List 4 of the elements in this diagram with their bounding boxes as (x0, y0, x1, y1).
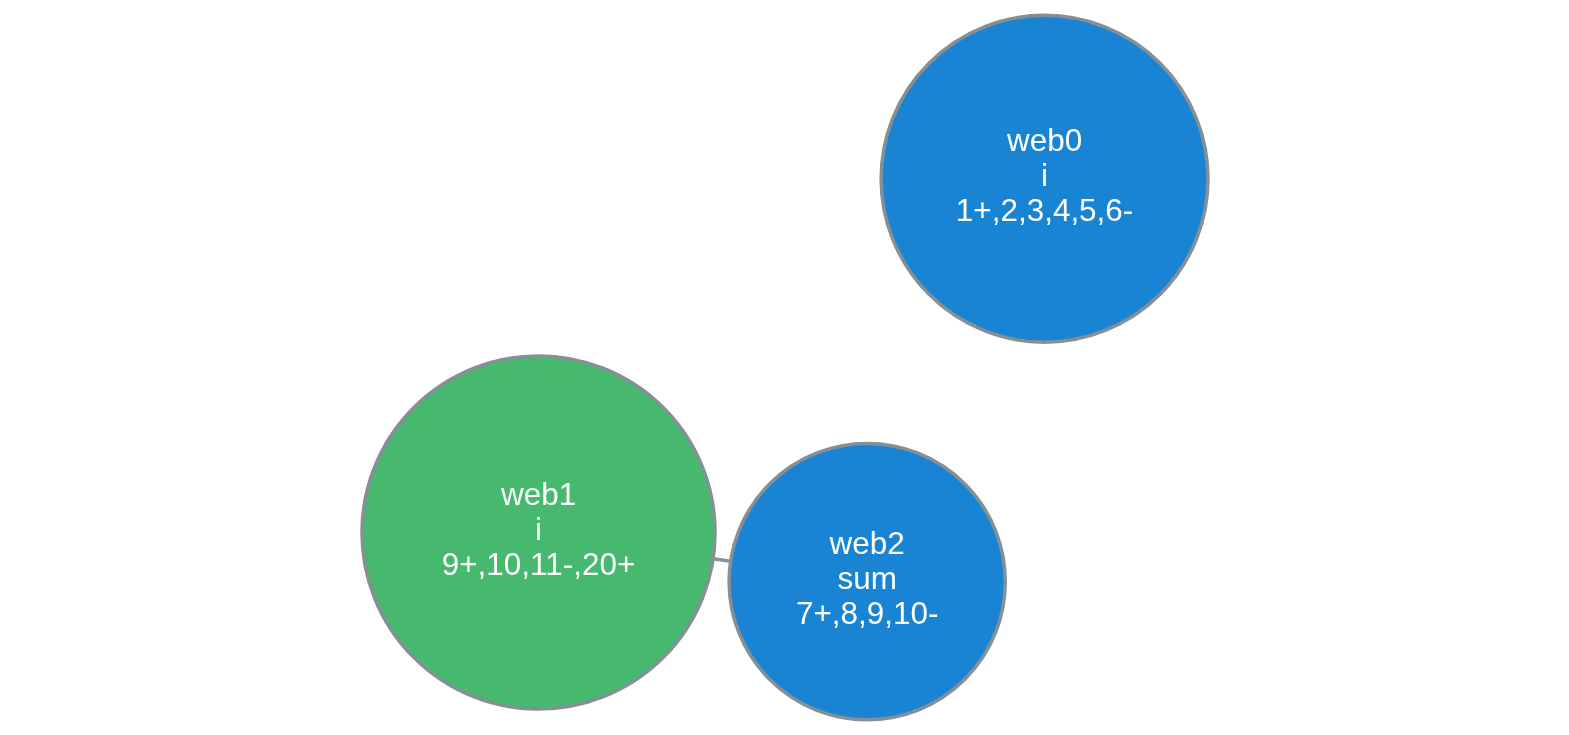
node-circle: web1 i 9+,10,11-,20+ (359, 354, 717, 711)
node-circle: web2 sum 7+,8,9,10- (726, 441, 1007, 722)
connector (712, 556, 731, 563)
node-circle: web0 i 1+,2,3,4,5,6- (878, 13, 1210, 344)
